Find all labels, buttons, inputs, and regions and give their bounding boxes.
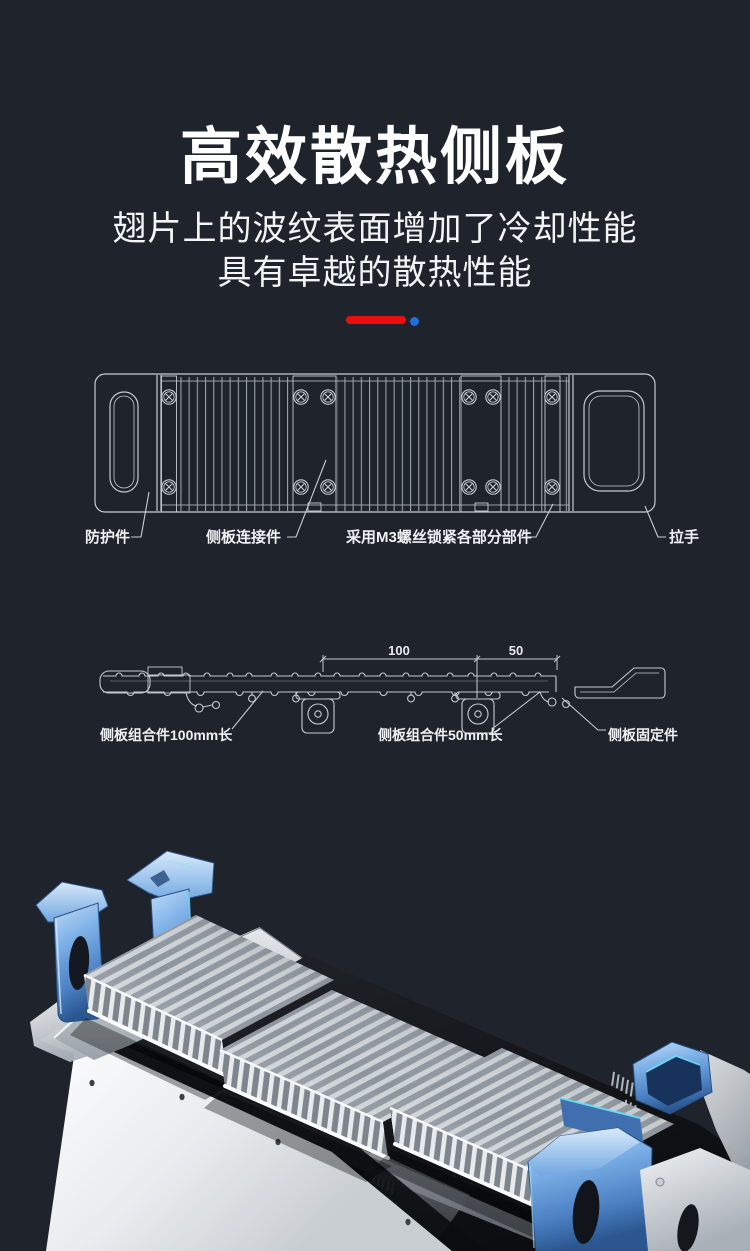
top-view-diagram: 防护件 侧板连接件 采用M3螺丝锁紧各部分部件 拉手	[85, 373, 699, 546]
label-handle: 拉手	[669, 528, 699, 546]
leader-lines	[231, 690, 606, 731]
dimension-100: 100	[388, 643, 410, 658]
dimension-lines	[319, 655, 561, 698]
subtitle-line-2: 具有卓越的散热性能	[217, 254, 533, 292]
mounting-foot-50	[455, 691, 501, 734]
label-fixing-part: 侧板固定件	[608, 727, 678, 743]
section-view-diagram: 100 50 侧板组合件100mm长 侧板组合件50mm长 侧板固定件	[99, 643, 678, 743]
mounting-foot-100	[295, 691, 341, 734]
dimension-50: 50	[509, 643, 523, 658]
product-render	[30, 850, 750, 1251]
blue-clamp-bottom	[527, 1127, 653, 1251]
subtitle-line-1: 翅片上的波纹表面增加了冷却性能	[112, 210, 638, 248]
divider-dot	[410, 316, 419, 326]
label-side-panel-connector: 侧板连接件	[206, 528, 281, 546]
profile-hangers	[248, 692, 459, 703]
label-guard-part: 防护件	[85, 528, 130, 546]
label-assembly-100mm: 侧板组合件100mm长	[100, 727, 233, 743]
section-profile	[99, 655, 666, 734]
section-divider	[0, 314, 750, 326]
label-assembly-50mm: 侧板组合件50mm长	[378, 727, 503, 743]
leader-lines	[131, 459, 666, 538]
heatsink-block-1	[70, 915, 334, 1100]
panel-fins	[178, 377, 568, 511]
divider-bar	[346, 316, 406, 324]
fixing-bracket-outline	[574, 667, 666, 699]
label-m3-screws: 采用M3螺丝锁紧各部分部件	[345, 528, 532, 546]
page-title: 高效散热侧板	[179, 123, 570, 192]
silver-bracket-right	[700, 1050, 750, 1200]
silver-bracket-bottom-right	[640, 1148, 750, 1251]
